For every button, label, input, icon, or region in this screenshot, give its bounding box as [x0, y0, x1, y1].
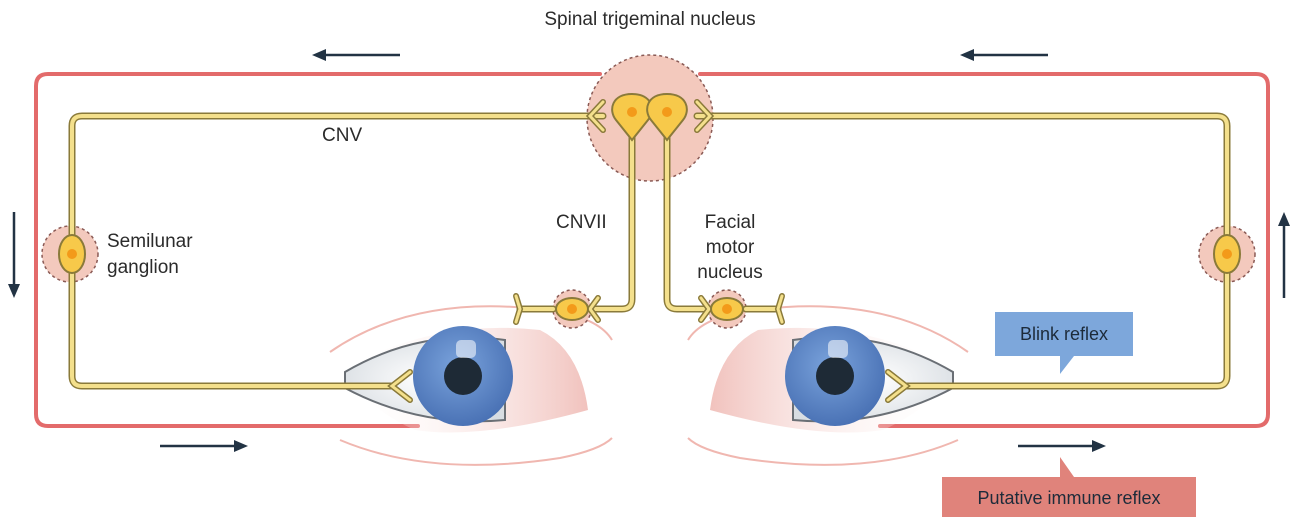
arrow-up-icon: [1278, 212, 1290, 298]
arrow-left-icon: [312, 49, 400, 61]
blink-reflex-callout: Blink reflex: [995, 312, 1133, 374]
facial-label-line2: motor: [680, 236, 780, 260]
arrow-right-icon: [1018, 440, 1106, 452]
facial-label-line1: Facial: [680, 211, 780, 235]
right-eye: [710, 326, 958, 433]
arrow-down-icon: [8, 212, 20, 298]
blink-reflex-label: Blink reflex: [1020, 324, 1108, 344]
left-eye: [340, 326, 588, 433]
arrow-left-icon: [960, 49, 1048, 61]
facial-label-line3: nucleus: [680, 261, 780, 285]
immune-reflex-callout: Putative immune reflex: [942, 457, 1196, 517]
immune-reflex-label: Putative immune reflex: [977, 488, 1160, 508]
spinal-trigeminal-nucleus-label: Spinal trigeminal nucleus: [520, 8, 780, 32]
semilunar-label-line2: ganglion: [107, 256, 179, 280]
cnvii-label: CNVII: [556, 211, 607, 235]
arrow-right-icon: [160, 440, 248, 452]
semilunar-label-line1: Semilunar: [107, 230, 193, 254]
cnv-label: CNV: [322, 124, 362, 148]
nucleus-halos: [42, 55, 1255, 328]
